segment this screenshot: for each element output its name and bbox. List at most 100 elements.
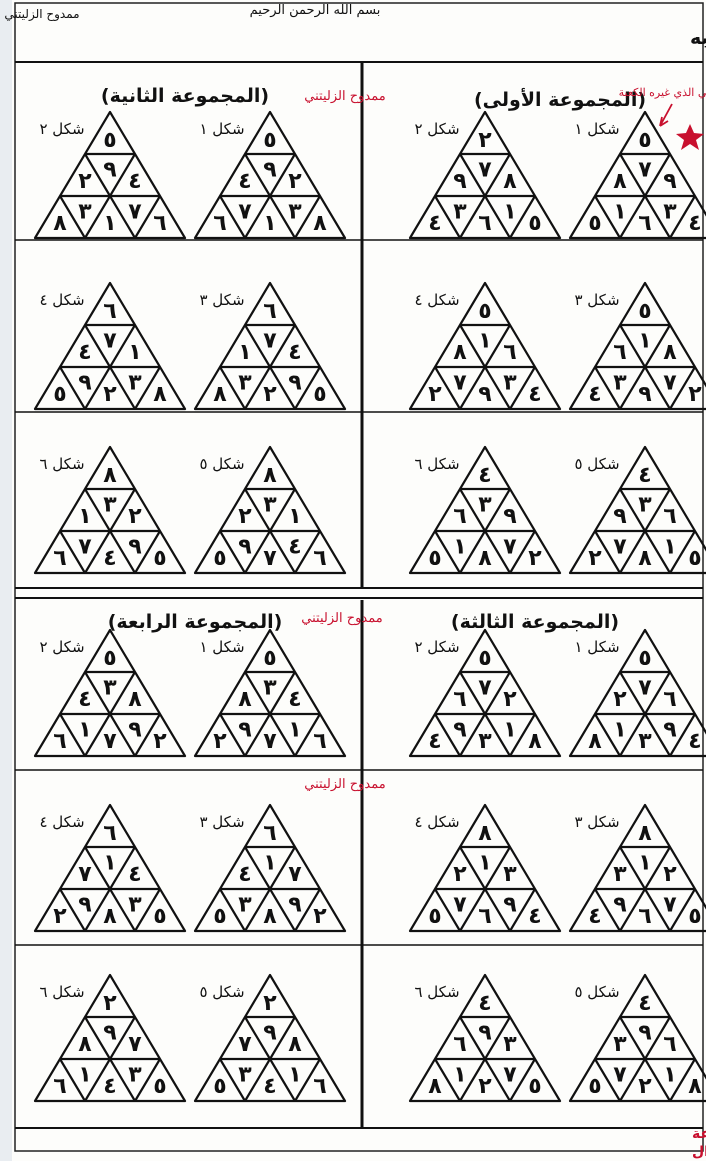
cell-digit: ٥: [478, 646, 491, 671]
cell-digit: ٧: [78, 862, 92, 887]
shape-label: شكل ٣: [199, 813, 244, 831]
cell-digit: ٤: [478, 463, 491, 488]
shape-label: شكل ١: [199, 638, 244, 656]
cell-digit: ٦: [663, 504, 676, 529]
cell-digit: ٧: [78, 534, 92, 559]
cell-digit: ٥: [638, 299, 651, 324]
author-mark-3: ممدوح الزليتني: [304, 777, 385, 792]
cell-digit: ٣: [663, 199, 677, 224]
cell-digit: ٣: [638, 729, 652, 754]
cell-digit: ٤: [238, 862, 251, 887]
cell-digit: ٢: [503, 687, 517, 712]
cell-digit: ٣: [128, 370, 142, 395]
cell-digit: ٣: [128, 892, 142, 917]
cell-digit: ٢: [153, 729, 167, 754]
cell-digit: ٣: [503, 370, 517, 395]
cell-digit: ٦: [313, 1074, 326, 1099]
cell-digit: ٥: [528, 211, 541, 236]
cell-digit: ٦: [313, 546, 326, 571]
shape-label: شكل ٣: [199, 291, 244, 309]
cell-digit: ٥: [53, 382, 66, 407]
cell-digit: ٦: [213, 211, 226, 236]
cell-digit: ٤: [638, 991, 651, 1016]
cell-digit: ٧: [103, 729, 117, 754]
cell-digit: ٧: [263, 328, 277, 353]
cell-digit: ٣: [128, 1062, 142, 1087]
cell-digit: ٣: [453, 199, 467, 224]
shape-label: شكل ٥: [199, 983, 244, 1001]
cell-digit: ٢: [688, 382, 702, 407]
cell-digit: ٦: [663, 687, 676, 712]
author-corner: ممدوح الزليتني: [4, 7, 79, 22]
shape-label: شكل ٢: [414, 638, 459, 656]
cell-digit: ٣: [78, 199, 92, 224]
cell-digit: ٧: [453, 370, 467, 395]
cell-digit: ٧: [663, 370, 677, 395]
cell-digit: ٩: [288, 892, 301, 917]
cell-digit: ١: [613, 199, 626, 224]
cell-digit: ٧: [478, 675, 492, 700]
cell-digit: ٥: [153, 546, 166, 571]
shape-label: شكل ٣: [574, 813, 619, 831]
cell-digit: ١: [78, 504, 91, 529]
cell-digit: ٨: [263, 463, 277, 488]
cell-digit: ٥: [153, 1074, 166, 1099]
cell-digit: ٥: [478, 299, 491, 324]
cell-digit: ٩: [663, 717, 676, 742]
cell-digit: ٣: [613, 370, 627, 395]
cell-digit: ١: [103, 211, 116, 236]
cell-digit: ٨: [103, 463, 117, 488]
cell-digit: ٩: [238, 534, 251, 559]
cell-digit: ٨: [53, 211, 67, 236]
cell-digit: ٦: [453, 1032, 466, 1057]
cell-digit: ٤: [638, 463, 651, 488]
cell-digit: ٢: [428, 382, 442, 407]
cell-digit: ٩: [453, 717, 466, 742]
cell-digit: ٢: [103, 991, 117, 1016]
cell-digit: ٨: [478, 821, 492, 846]
cell-digit: ٥: [588, 1074, 601, 1099]
cell-digit: ١: [453, 1062, 466, 1087]
cell-digit: ٩: [263, 157, 276, 182]
cell-digit: ٣: [503, 862, 517, 887]
cell-digit: ٦: [663, 1032, 676, 1057]
cell-digit: ١: [288, 1062, 301, 1087]
cell-digit: ٥: [213, 904, 226, 929]
cell-digit: ٧: [238, 199, 252, 224]
cell-digit: ٩: [503, 892, 516, 917]
cell-digit: ٦: [153, 211, 166, 236]
cell-digit: ٦: [453, 504, 466, 529]
shape-label: شكل ١: [574, 638, 619, 656]
cell-digit: ٤: [103, 1074, 116, 1099]
cell-digit: ٨: [528, 729, 542, 754]
cell-digit: ١: [453, 534, 466, 559]
cell-digit: ٦: [313, 729, 326, 754]
cell-digit: ٤: [288, 687, 301, 712]
cell-digit: ٥: [638, 646, 651, 671]
shape-label: شكل ٤: [39, 291, 84, 309]
cell-digit: ٨: [613, 169, 627, 194]
cell-digit: ٥: [213, 546, 226, 571]
cell-digit: ١: [263, 850, 276, 875]
group-title-3: (المجموعة الثالثة): [451, 611, 619, 633]
cell-digit: ٣: [288, 199, 302, 224]
cell-digit: ٦: [53, 546, 66, 571]
cell-digit: ٩: [78, 370, 91, 395]
shape-label: شكل ٥: [574, 983, 619, 1001]
cell-digit: ٧: [453, 892, 467, 917]
cell-digit: ١: [238, 340, 251, 365]
cell-digit: ٤: [588, 904, 601, 929]
cell-digit: ٥: [528, 1074, 541, 1099]
cell-digit: ٤: [78, 340, 91, 365]
cell-digit: ٩: [613, 892, 626, 917]
cell-digit: ٨: [128, 687, 142, 712]
cell-digit: ٤: [288, 534, 301, 559]
cell-digit: ٣: [103, 675, 117, 700]
cell-digit: ١: [478, 328, 491, 353]
cell-digit: ٤: [288, 340, 301, 365]
cell-digit: ٩: [503, 504, 516, 529]
cell-digit: ٢: [238, 504, 252, 529]
cell-digit: ٢: [103, 382, 117, 407]
footer-line-2: ست شكلات بعض المجموع ٢٤ مثلث (ممدوح الزل…: [692, 1144, 706, 1160]
cell-digit: ٧: [638, 675, 652, 700]
